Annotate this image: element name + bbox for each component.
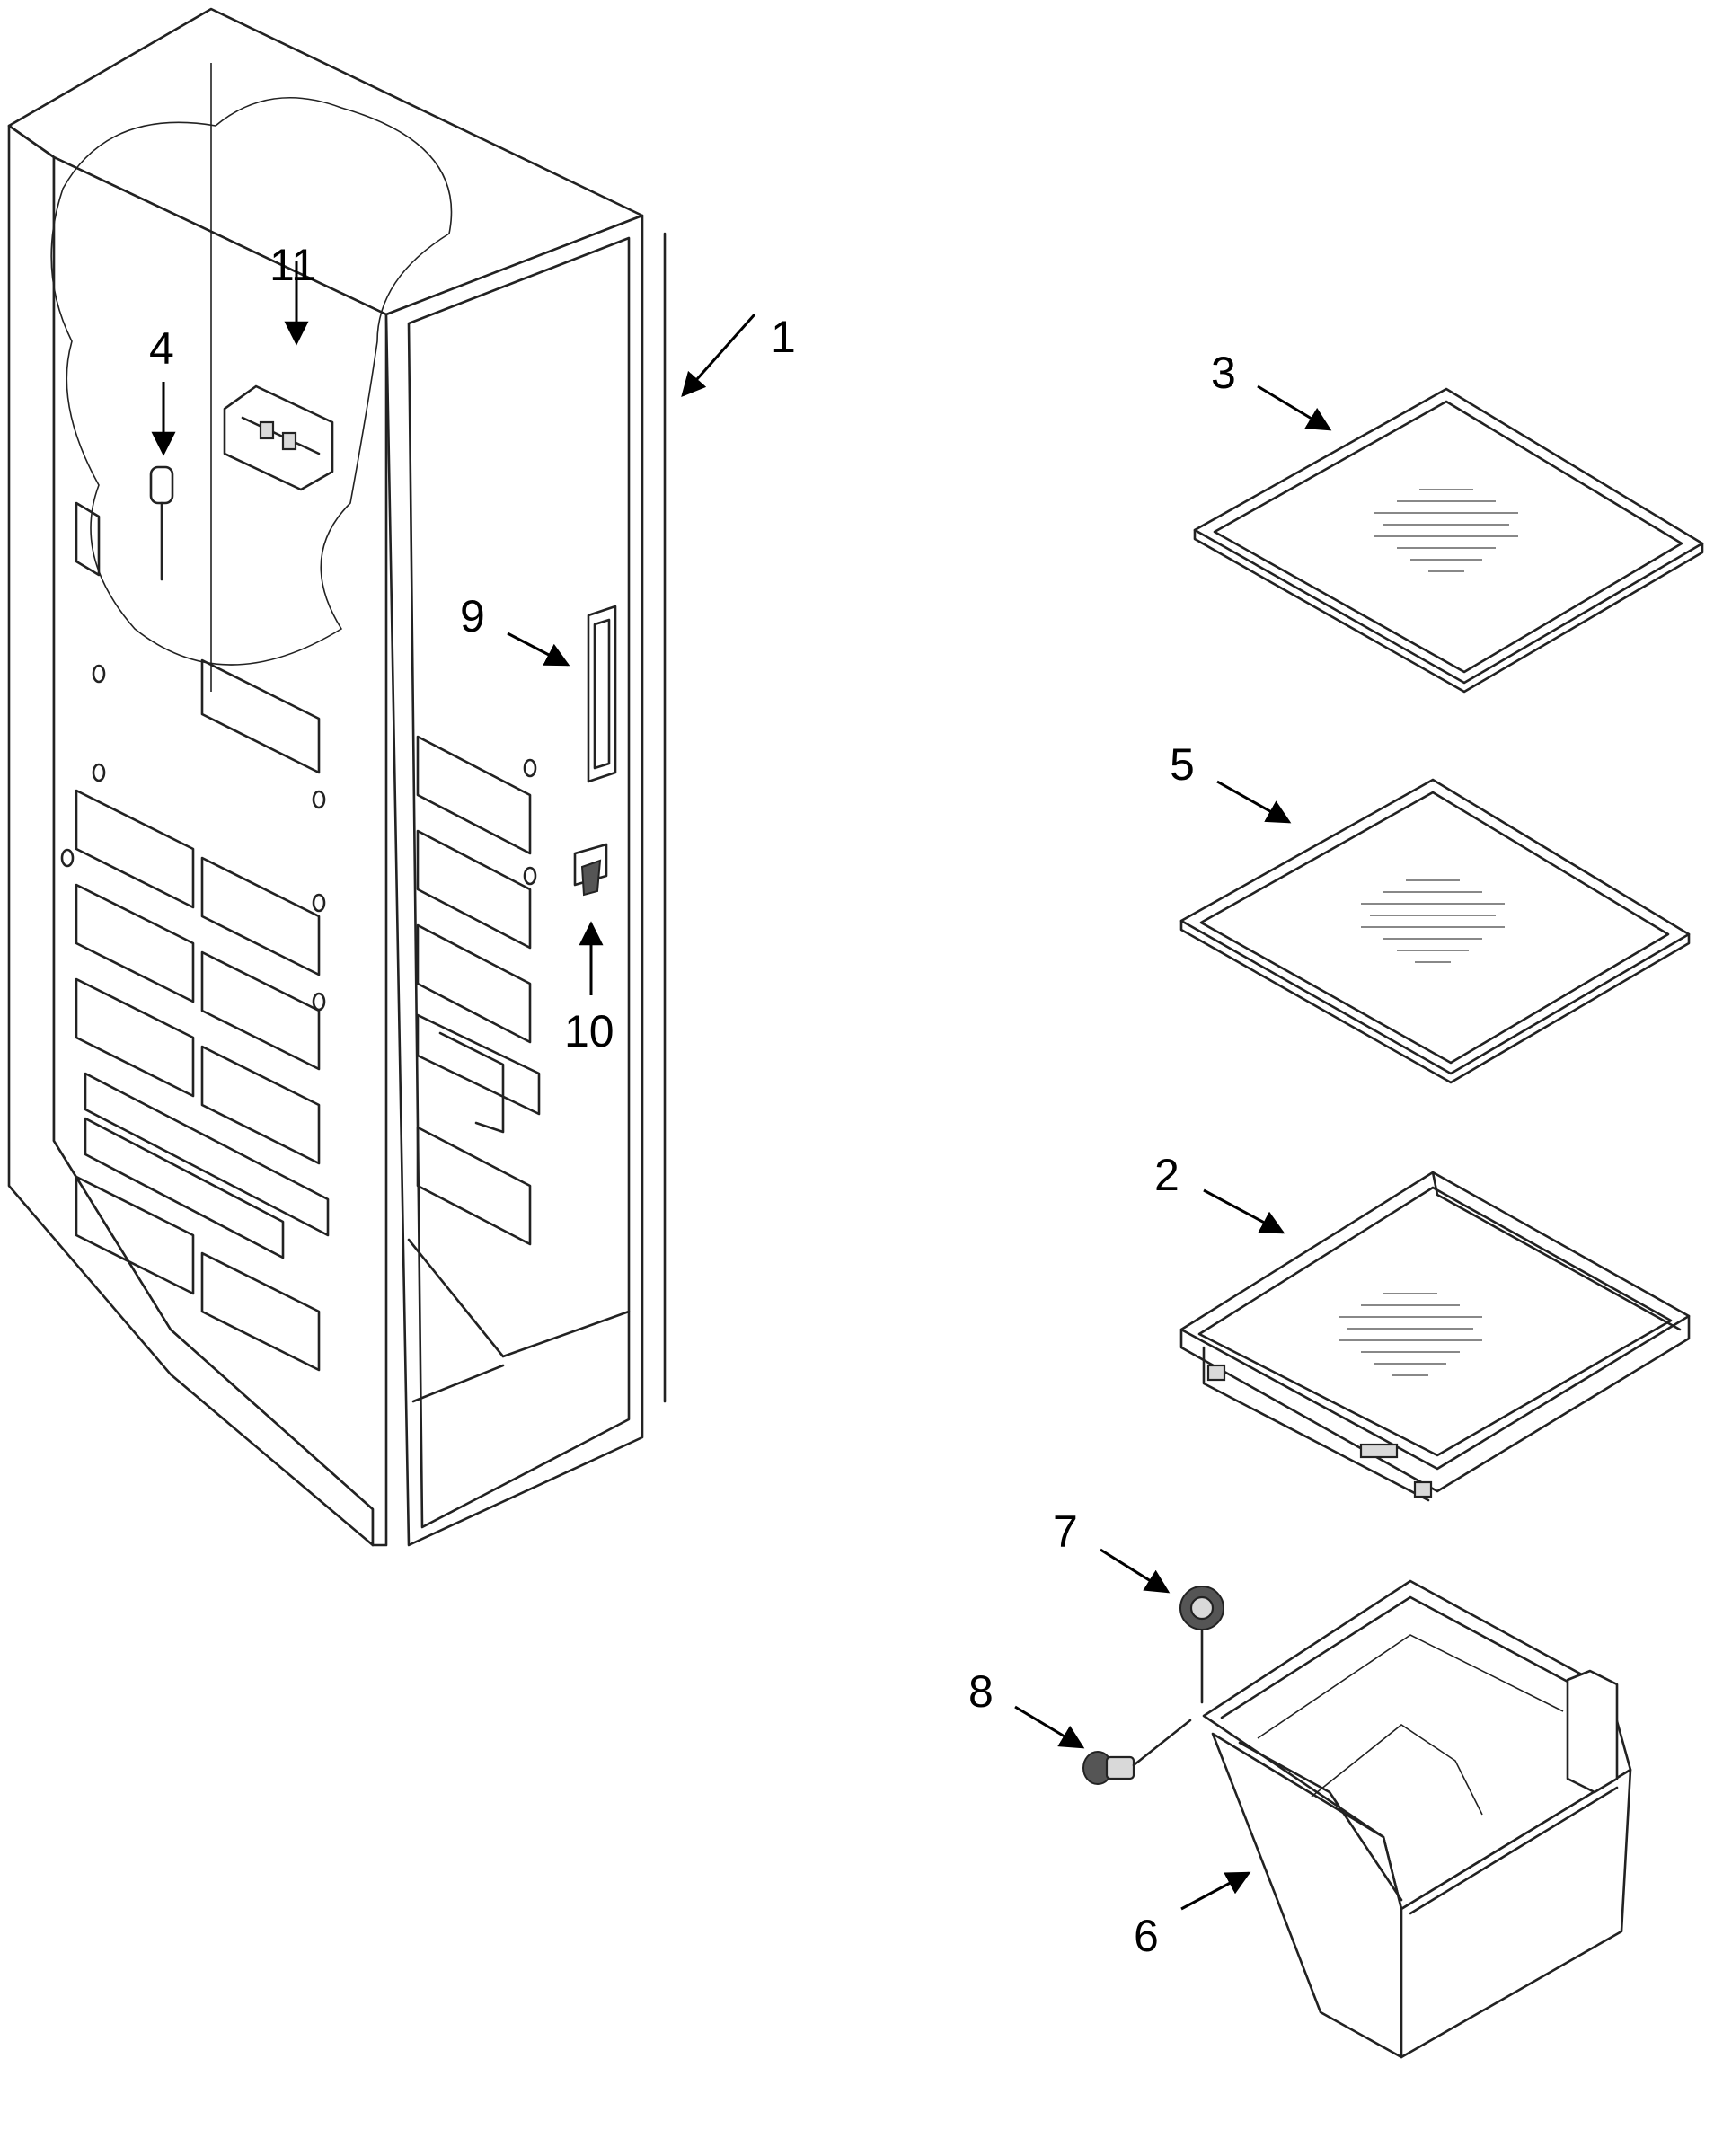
leader-5 — [1216, 780, 1292, 824]
glass-reflection-mark — [1374, 489, 1518, 572]
glass-shelf-middle-part — [1179, 778, 1691, 1084]
mounting-holes — [60, 664, 537, 1012]
leader-6 — [1180, 1871, 1251, 1911]
rear-wall-panels — [75, 501, 330, 1372]
callout-11: 11 — [269, 240, 316, 290]
leader-9 — [507, 632, 570, 667]
leader-8 — [1014, 1705, 1085, 1749]
callout-9: 9 — [460, 591, 485, 641]
callout-labels: 1 2 3 4 5 6 7 8 9 10 11 — [149, 240, 1236, 1961]
callout-10: 10 — [564, 1006, 614, 1056]
leader-2 — [1203, 1188, 1286, 1234]
glass-reflection-mark — [1339, 1293, 1482, 1376]
glass-reflection-mark — [1361, 879, 1505, 963]
callout-1: 1 — [771, 312, 796, 362]
leader-1 — [681, 314, 756, 398]
callout-8: 8 — [968, 1666, 994, 1717]
callout-6: 6 — [1134, 1911, 1159, 1961]
crisper-drawer-part — [1202, 1579, 1632, 2059]
cabinet-liner-part — [7, 7, 667, 1547]
glass-shelf-upper-part — [1193, 387, 1704, 694]
callout-5: 5 — [1170, 739, 1195, 790]
callout-3: 3 — [1211, 348, 1236, 398]
door-switch-part — [573, 843, 608, 897]
callout-2: 2 — [1154, 1150, 1179, 1200]
callout-7: 7 — [1053, 1507, 1078, 1557]
thermistor-part — [149, 465, 174, 581]
drawer-pin-part — [1082, 1719, 1192, 1785]
leader-7 — [1100, 1548, 1171, 1594]
leader-3 — [1257, 384, 1332, 431]
light-shield-part — [587, 605, 617, 783]
drawer-roller-part — [1179, 1586, 1224, 1704]
light-socket-part — [223, 384, 334, 491]
crisper-cover-shelf-part — [1179, 1171, 1691, 1502]
side-wall-panels — [416, 735, 541, 1246]
callout-4: 4 — [149, 323, 174, 374]
callout-leaders — [151, 261, 1332, 1911]
